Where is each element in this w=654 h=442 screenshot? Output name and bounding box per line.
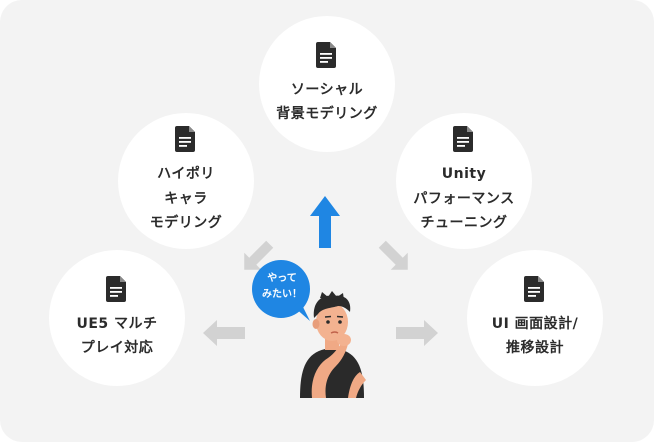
node-line: モデリング (149, 215, 223, 232)
arrow-up-left-icon (244, 240, 274, 270)
node-line: UE5 マルチ (76, 315, 158, 332)
node-line: ソーシャル (290, 81, 364, 98)
thinking-person-illustration (300, 291, 366, 398)
node-line: ハイポリ (157, 166, 215, 183)
document-icon (524, 275, 544, 302)
bubble-line: みたい！ (262, 288, 302, 300)
node-label: ハイポリ キャラ モデリング (150, 162, 223, 236)
arrow-up-icon (310, 196, 340, 248)
document-icon (106, 275, 126, 302)
speech-bubble-text: やって みたい！ (248, 271, 316, 302)
node-line: キャラ (164, 190, 208, 207)
document-icon (175, 126, 195, 153)
node-social-modeling: ソーシャル 背景モデリング (259, 16, 395, 152)
node-unity-performance-tuning: Unity パフォーマンス チューニング (396, 113, 532, 249)
speech-bubble (252, 260, 310, 321)
node-label: UE5 マルチ プレイ対応 (76, 312, 157, 361)
node-line: UI 画面設計/ (491, 315, 579, 332)
node-line: 背景モデリング (276, 106, 378, 122)
document-icon (453, 126, 473, 153)
node-line: チューニング (420, 215, 508, 232)
bubble-line: やって (267, 273, 297, 284)
node-label: ソーシャル 背景モデリング (276, 78, 378, 127)
document-icon (316, 41, 336, 68)
arrow-up-right-icon (378, 240, 408, 270)
node-label: Unity パフォーマンス チューニング (413, 162, 514, 236)
node-line: 推移設計 (505, 340, 564, 356)
node-line: Unity (441, 166, 487, 183)
arrow-left-icon (203, 320, 245, 346)
node-highpoly-character-modeling: ハイポリ キャラ モデリング (118, 113, 254, 249)
node-label: UI 画面設計/ 推移設計 (492, 312, 579, 361)
arrow-right-icon (396, 320, 438, 346)
node-ui-screen-design: UI 画面設計/ 推移設計 (467, 250, 603, 386)
node-line: プレイ対応 (80, 340, 154, 356)
node-line: パフォーマンス (413, 190, 515, 207)
node-ue5-multiplay: UE5 マルチ プレイ対応 (49, 250, 185, 386)
